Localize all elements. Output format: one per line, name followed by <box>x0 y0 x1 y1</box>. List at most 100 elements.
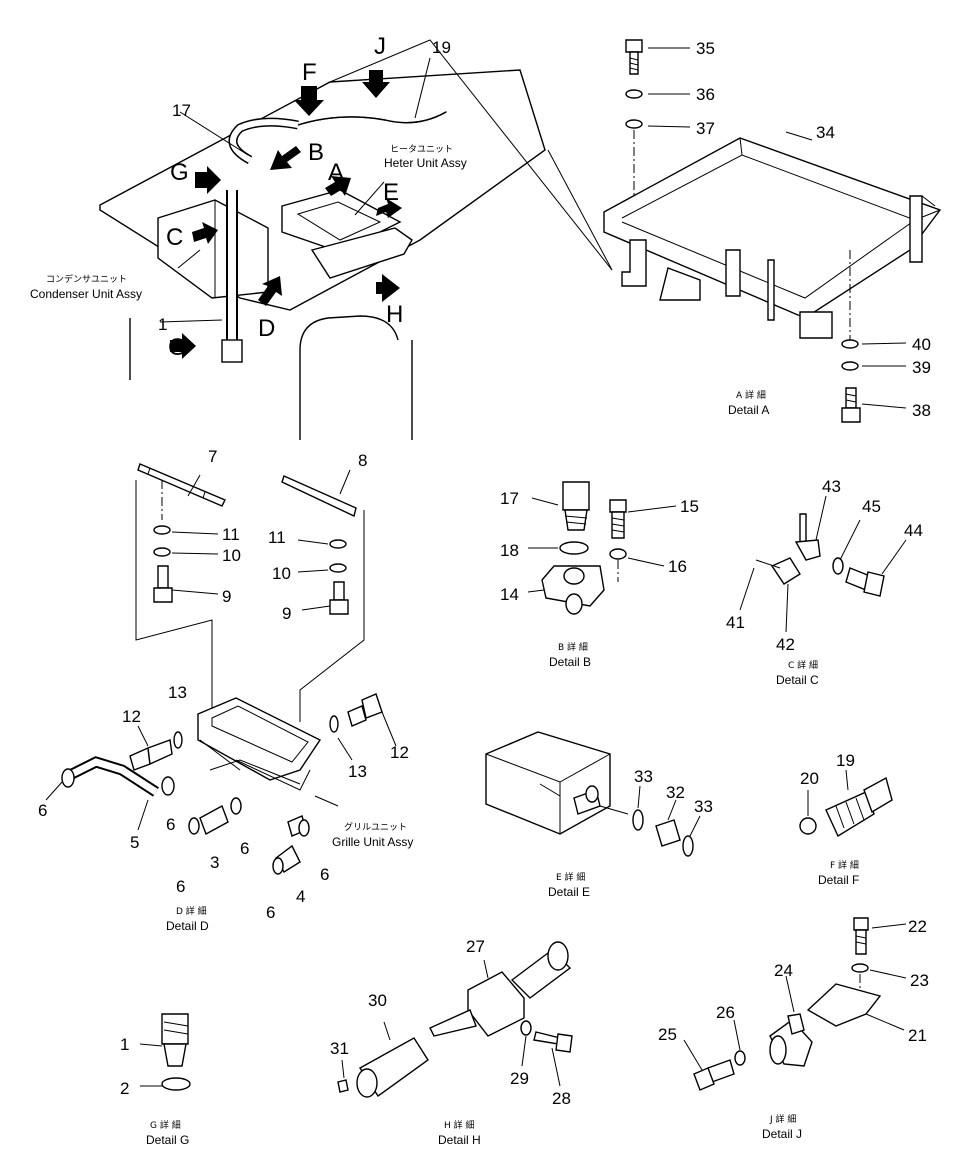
detail-letter-J: J <box>374 33 386 60</box>
callout-20: 20 <box>800 769 819 788</box>
detail-g-drawing <box>139 1013 191 1091</box>
callout-43: 43 <box>822 477 841 496</box>
callout-6-e: 6 <box>320 865 329 884</box>
callout-37: 37 <box>696 119 715 138</box>
condenser-label-en: Condenser Unit Assy <box>30 287 142 301</box>
callout-28: 28 <box>552 1089 571 1108</box>
callout-1: 1 <box>158 315 167 334</box>
detail-g-caption-jp: G 詳 細 <box>150 1119 181 1131</box>
callout-24: 24 <box>774 961 793 980</box>
callout-39: 39 <box>912 358 931 377</box>
detail-letter-A: A <box>328 159 344 186</box>
detail-e-drawing <box>485 731 701 857</box>
callout-40: 40 <box>912 335 931 354</box>
detail-d-drawing <box>45 463 397 875</box>
detail-h-drawing <box>337 941 573 1098</box>
callout-12-left: 12 <box>122 707 141 726</box>
callout-12-right: 12 <box>390 743 409 762</box>
callout-27: 27 <box>466 937 485 956</box>
detail-letter-E: E <box>383 179 399 206</box>
callout-14: 14 <box>500 585 519 604</box>
callout-35: 35 <box>696 39 715 58</box>
detail-f-drawing <box>799 769 893 838</box>
callout-22: 22 <box>908 917 927 936</box>
callout-33-b: 33 <box>694 797 713 816</box>
callout-33-a: 33 <box>634 767 653 786</box>
callout-10-left: 10 <box>222 546 241 565</box>
callout-17: 17 <box>172 101 191 120</box>
callout-10-right: 10 <box>272 564 291 583</box>
callout-1-g: 1 <box>120 1035 129 1054</box>
callout-6-a: 6 <box>38 801 47 820</box>
callout-6-f: 6 <box>266 903 275 922</box>
detail-j-drawing <box>683 917 907 1091</box>
callout-6-c: 6 <box>240 839 249 858</box>
detail-e-caption-en: Detail E <box>548 885 590 899</box>
callout-25: 25 <box>658 1025 677 1044</box>
grille-label-jp: グリルユニット <box>344 821 407 833</box>
detail-e-caption-jp: E 詳 細 <box>556 871 585 883</box>
detail-a-drawing <box>603 39 942 423</box>
callout-6-b: 6 <box>166 815 175 834</box>
detail-letter-G-bottom: G <box>168 334 187 361</box>
detail-j-caption-jp: J 詳 細 <box>769 1113 796 1125</box>
heater-label-en: Heter Unit Assy <box>384 156 467 170</box>
callout-11-right: 11 <box>268 528 286 547</box>
callout-42: 42 <box>776 635 795 654</box>
detail-f-caption-jp: F 詳 細 <box>830 859 859 871</box>
callout-23: 23 <box>910 971 929 990</box>
detail-h-caption-jp: H 詳 細 <box>444 1119 475 1131</box>
callout-8: 8 <box>358 451 367 470</box>
detail-a-caption-en: Detail A <box>728 403 769 417</box>
detail-f-caption-en: Detail F <box>818 873 859 887</box>
callout-38: 38 <box>912 401 931 420</box>
grille-label-en: Grille Unit Assy <box>332 835 413 849</box>
main-assembly <box>99 39 613 440</box>
detail-letter-G-top: G <box>170 159 189 186</box>
callout-36: 36 <box>696 85 715 104</box>
detail-letter-C: C <box>166 224 183 251</box>
detail-b-caption-jp: B 詳 細 <box>558 641 588 653</box>
detail-b-caption-en: Detail B <box>549 655 591 669</box>
callout-16: 16 <box>668 557 687 576</box>
detail-c-drawing <box>739 495 907 633</box>
detail-c-caption-en: Detail C <box>776 673 819 687</box>
condenser-label-jp: コンデンサユニット <box>46 273 127 285</box>
detail-b-drawing <box>527 481 677 615</box>
callout-19-f: 19 <box>836 751 855 770</box>
callout-9-left: 9 <box>222 587 231 606</box>
callout-19: 19 <box>432 38 451 57</box>
callout-41: 41 <box>726 613 745 632</box>
callout-11-left: 11 <box>222 525 240 544</box>
detail-letter-D: D <box>258 315 275 342</box>
callout-44: 44 <box>904 521 923 540</box>
callout-6-d: 6 <box>176 877 185 896</box>
detail-c-caption-jp: C 詳 細 <box>788 659 818 671</box>
detail-letter-B: B <box>308 139 324 166</box>
callout-15: 15 <box>680 497 699 516</box>
detail-d-caption-jp: D 詳 細 <box>176 905 207 917</box>
callout-26: 26 <box>716 1003 735 1022</box>
detail-h-caption-en: Detail H <box>438 1133 481 1147</box>
callout-4: 4 <box>296 887 305 906</box>
callout-7: 7 <box>208 447 217 466</box>
callout-29: 29 <box>510 1069 529 1088</box>
detail-a-caption-jp: A 詳 細 <box>736 389 766 401</box>
callout-18: 18 <box>500 541 519 560</box>
callout-45: 45 <box>862 497 881 516</box>
callout-13-left: 13 <box>168 683 187 702</box>
heater-label-jp: ヒータユニット <box>390 144 453 155</box>
callout-30: 30 <box>368 991 387 1010</box>
callout-32: 32 <box>666 783 685 802</box>
callout-5: 5 <box>130 833 139 852</box>
callout-2: 2 <box>120 1079 129 1098</box>
callout-17-b: 17 <box>500 489 519 508</box>
detail-letter-F: F <box>302 59 317 86</box>
callout-9-right: 9 <box>282 604 291 623</box>
callout-3: 3 <box>210 853 219 872</box>
callout-31: 31 <box>330 1039 349 1058</box>
callout-13-right: 13 <box>348 762 367 781</box>
callout-21: 21 <box>908 1026 927 1045</box>
callout-34: 34 <box>816 123 835 142</box>
